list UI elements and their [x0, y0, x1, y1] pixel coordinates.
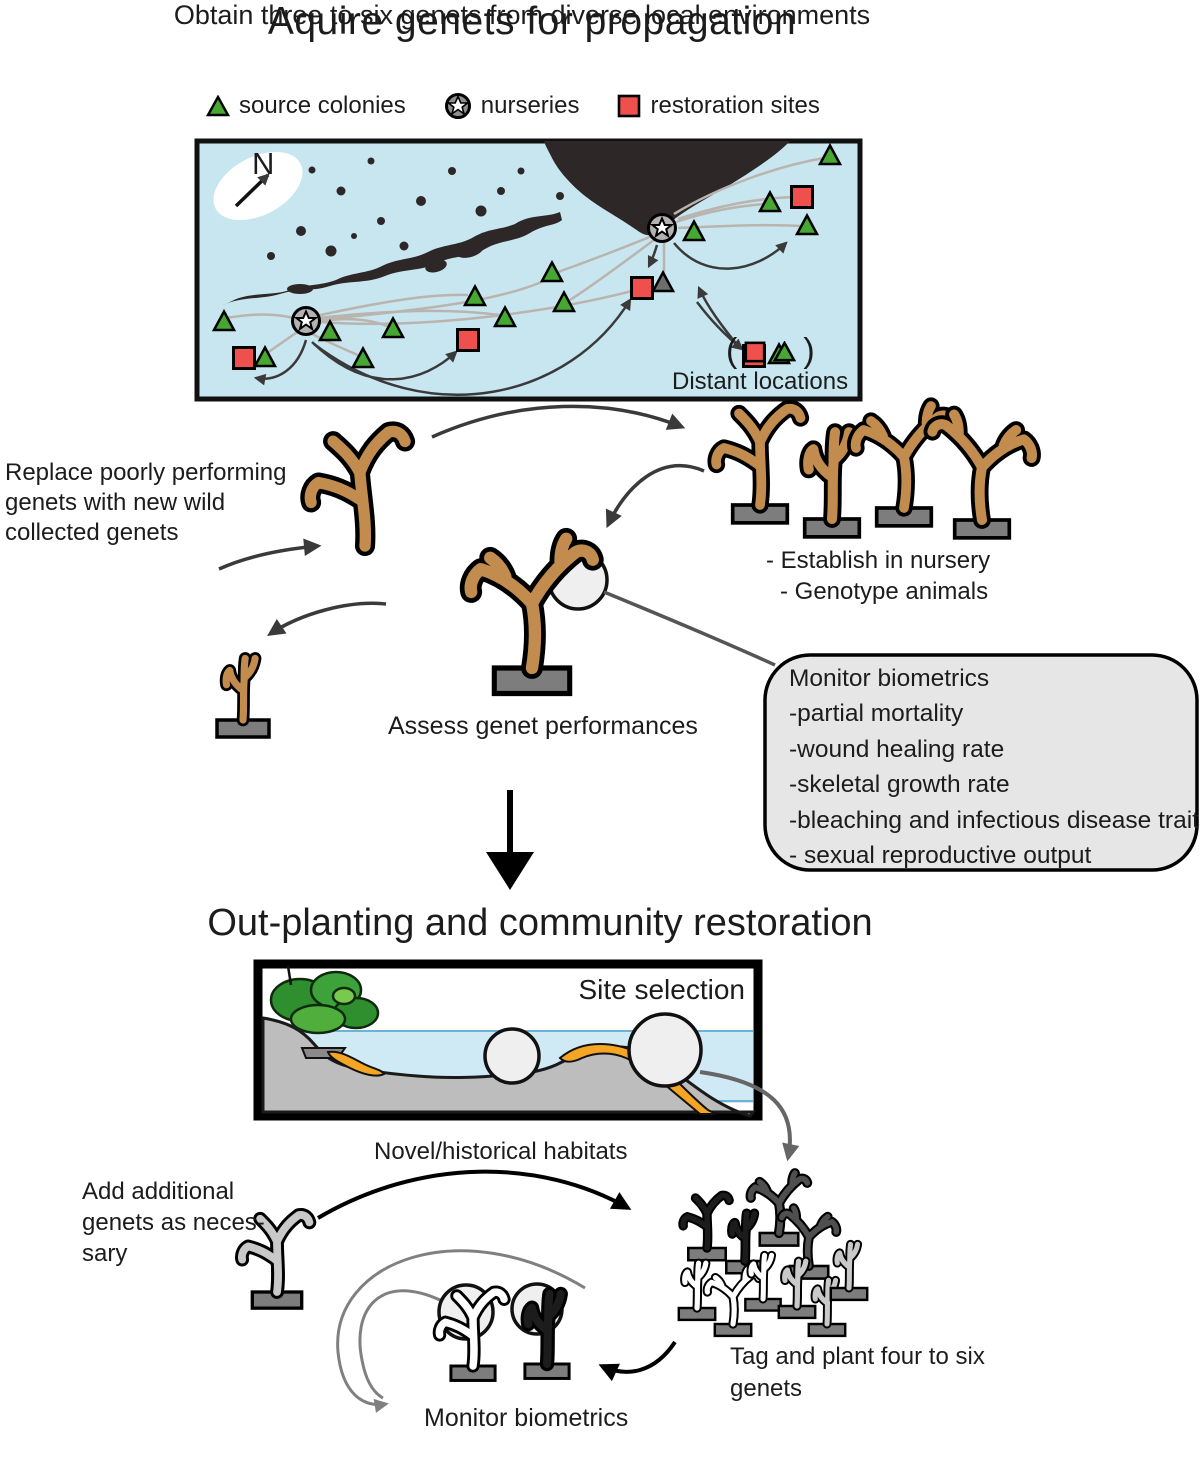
square-icon: [618, 94, 641, 118]
nursery-marker-east: [649, 215, 676, 242]
monitored-corals: [439, 1282, 571, 1382]
map-arrows: [253, 241, 788, 396]
distant-locations-label: Distant locations: [672, 368, 849, 395]
nursery-corals: [716, 406, 1032, 540]
tag-note-line: genets: [730, 1375, 803, 1402]
site-selection-panel: [253, 959, 763, 1121]
nursery-note-line: - Genotype animals: [780, 578, 989, 605]
legend-restoration-sites: restoration sites: [617, 92, 820, 120]
biometrics-box: [763, 653, 1199, 872]
tag-note-line: Tag and plant four to six: [730, 1343, 985, 1370]
paren-close: ): [803, 332, 815, 370]
outplanting-arrows: [316, 1070, 800, 1413]
wild-coral: [306, 431, 412, 550]
legend-label: nurseries: [480, 92, 580, 119]
add-note-line: sary: [82, 1240, 128, 1267]
assess-label: Assess genet performances: [388, 712, 698, 740]
current-lines: [225, 156, 825, 358]
nursery-cycle-arrows: [218, 404, 705, 636]
acquire-title: Aquire genets for propagation: [267, 0, 797, 43]
replace-note-line: collected genets: [5, 519, 179, 546]
section-down-arrow: [486, 790, 534, 890]
compass-label: N: [252, 146, 275, 181]
replace-note-line: Replace poorly performing: [5, 459, 287, 486]
add-note-line: genets as neces-: [82, 1209, 265, 1236]
seafloor: [261, 1016, 756, 1118]
triangle-icon: [206, 95, 230, 117]
biometrics-item: -partial mortality: [789, 700, 964, 728]
poor-coral: [215, 658, 271, 739]
biometrics-item: -skeletal growth rate: [789, 771, 1010, 799]
map-legend: source colonies nurseries restoration si…: [206, 92, 820, 120]
shore-vegetation: [269, 965, 380, 1035]
biometrics-text: Monitor biometrics -partial mortality -w…: [789, 661, 1200, 873]
north-arrow-icon: [234, 173, 270, 208]
habitats-label: Novel/historical habitats: [374, 1138, 628, 1165]
tag-note: Tag and plant four to six genets: [730, 1341, 985, 1405]
replace-note: Replace poorly performing genets with ne…: [5, 458, 286, 548]
biometrics-item: -wound healing rate: [789, 735, 1005, 763]
biometrics-item: - sexual reproductive output: [789, 842, 1092, 870]
triangle-icon: [773, 341, 797, 362]
add-note-line: Add additional: [82, 1178, 235, 1205]
nursery-marker-west: [293, 308, 320, 335]
magnifier-callout-line: [603, 590, 776, 667]
compass: [213, 151, 303, 221]
legend-nurseries: nurseries: [444, 92, 580, 120]
outplanting-title: Out-planting and community restoration: [207, 902, 873, 944]
add-note: Add additional genets as neces- sary: [82, 1176, 265, 1269]
site-selection-label: Site selection: [578, 974, 745, 1005]
biometrics-title: Monitor biometrics: [789, 665, 990, 692]
nursery-note: - Establish in nursery - Genotype animal…: [766, 545, 990, 607]
legend-label: source colonies: [239, 92, 406, 119]
nursery-note-line: - Establish in nursery: [766, 547, 991, 574]
replace-note-line: genets with new wild: [5, 489, 226, 516]
legend-label: restoration sites: [650, 92, 820, 119]
keys-map: [194, 138, 863, 402]
distant-markers: ( ): [726, 332, 815, 371]
site-circle-large: [627, 1012, 703, 1088]
legend-source-colonies: source colonies: [206, 92, 406, 120]
acquire-subtitle: Obtain three to six genets from diverse …: [173, 0, 871, 30]
assess-coral: [471, 539, 609, 694]
square-icon: [744, 341, 766, 362]
star-circle-icon: [444, 93, 471, 119]
monitor-label: Monitor biometrics: [424, 1404, 629, 1432]
paren-open: (: [726, 332, 738, 370]
biometrics-item: -bleaching and infectious disease traits: [789, 806, 1200, 834]
site-circle-small: [483, 1027, 541, 1085]
planted-coral-cluster: [677, 1173, 869, 1338]
